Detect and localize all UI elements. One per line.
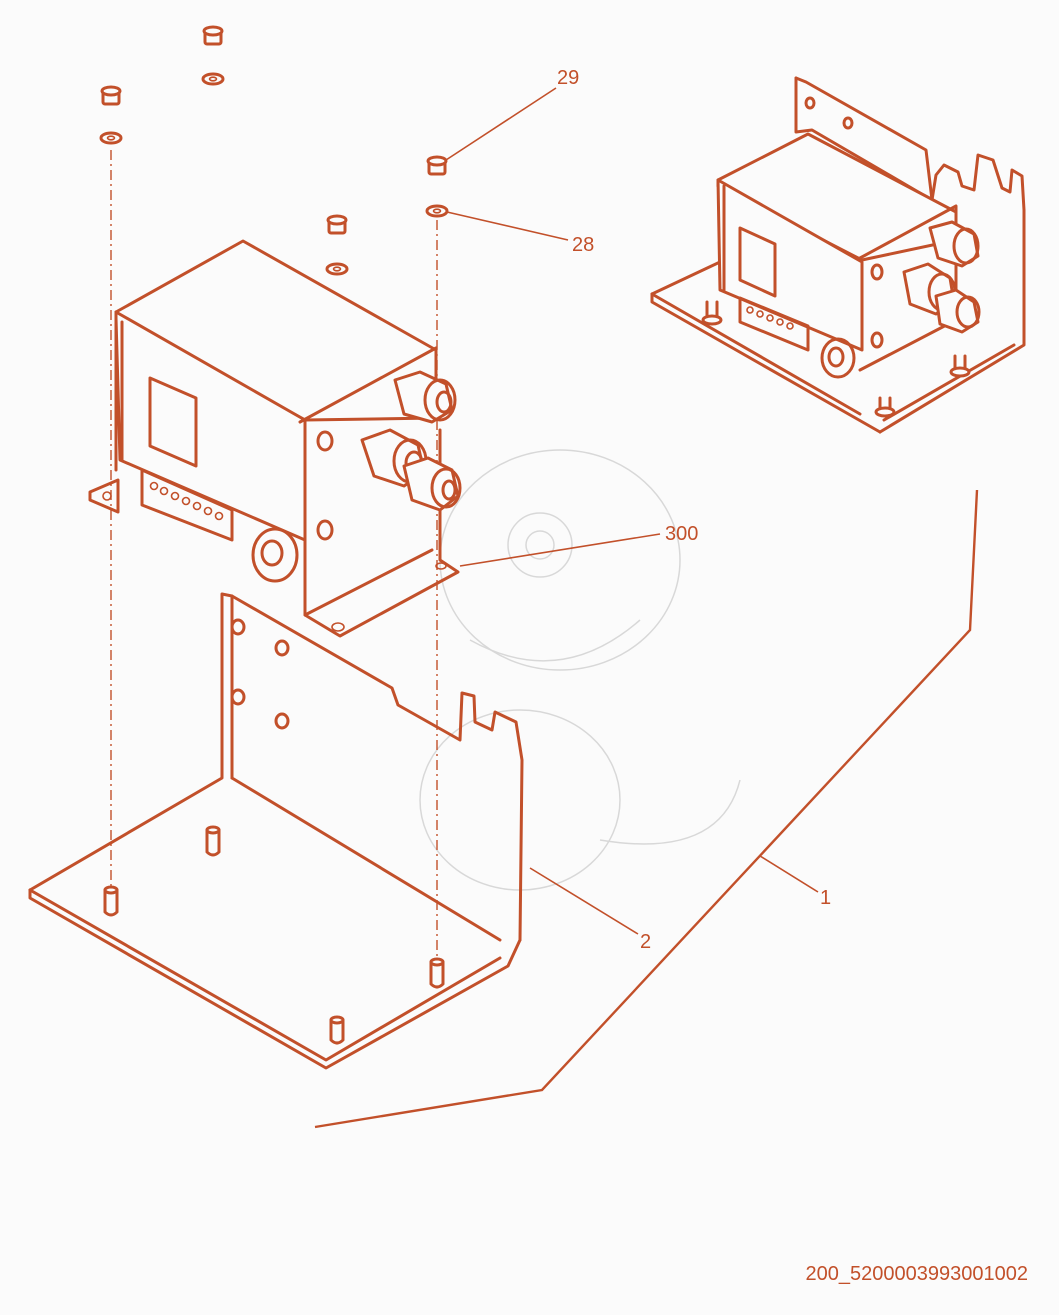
nut-29 <box>426 155 448 176</box>
callout-29: 29 <box>557 67 579 89</box>
washer-top-center <box>201 72 225 86</box>
stud <box>205 825 221 857</box>
drawing-code: 200_5200003993001002 <box>806 1263 1028 1285</box>
stud <box>329 1015 345 1045</box>
leader-lines <box>314 87 979 1129</box>
watermark-dragon <box>419 449 741 891</box>
callout-28: 28 <box>572 234 594 256</box>
nut-mid <box>326 214 348 235</box>
callout-300: 300 <box>665 523 698 545</box>
nut-left <box>100 85 122 106</box>
assembled-unit-1 <box>650 76 1026 434</box>
callout-1: 1 <box>820 887 831 909</box>
callout-2: 2 <box>640 931 651 953</box>
nut-top-center <box>202 25 224 46</box>
washer-mid <box>325 262 349 276</box>
mounting-bracket-2 <box>28 592 524 1070</box>
assembly-centerlines <box>110 150 438 958</box>
junction-box-300 <box>88 239 462 638</box>
stud <box>429 957 445 989</box>
cable-gland-lower <box>402 456 462 512</box>
washer-left <box>99 131 123 145</box>
cable-gland-upper <box>393 370 457 424</box>
washer-28 <box>425 204 449 218</box>
stud <box>103 885 119 917</box>
